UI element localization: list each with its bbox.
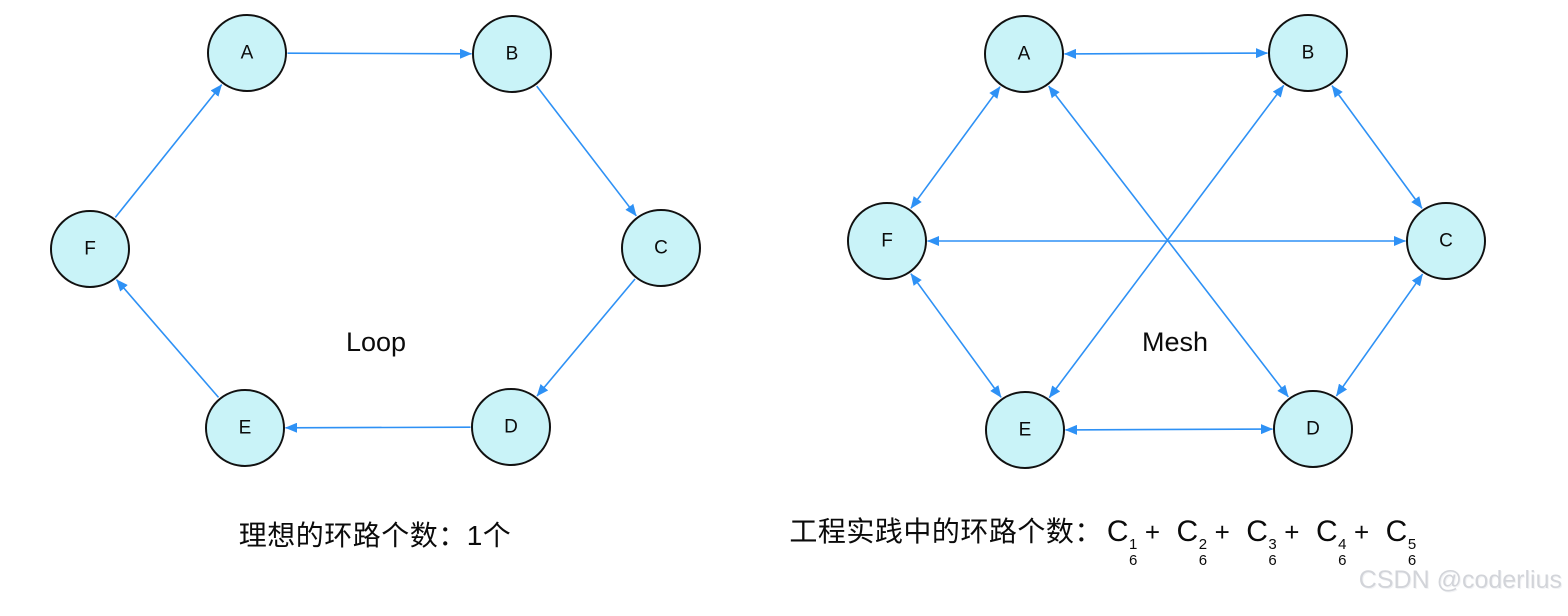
mesh-node-label-a: A	[1018, 44, 1031, 65]
loop-node-f: F	[50, 210, 130, 288]
formula-plus: +	[1144, 517, 1161, 547]
mesh-node-f: F	[847, 202, 927, 280]
mesh-node-label-c: C	[1439, 231, 1453, 252]
loop-node-label-f: F	[84, 239, 96, 260]
mesh-node-e: E	[985, 391, 1065, 469]
formula-plus: +	[1214, 517, 1231, 547]
mesh-edge-e-f	[910, 273, 1002, 398]
mesh-title: Mesh	[1142, 327, 1208, 357]
formula-plus: +	[1353, 517, 1370, 547]
loop-edge-a-b	[287, 48, 472, 59]
mesh-node-a: A	[984, 15, 1064, 93]
mesh-edge-a-b	[1064, 48, 1268, 59]
mesh-node-b: B	[1268, 14, 1348, 92]
mesh-edge-f-a	[910, 86, 1001, 209]
mesh-node-label-f: F	[881, 231, 893, 252]
loop-edge-b-c	[536, 85, 637, 217]
loop-node-a: A	[207, 14, 287, 92]
loop-node-label-d: D	[504, 417, 518, 438]
loop-caption: 理想的环路个数：1个	[239, 514, 512, 554]
mesh-node-label-b: B	[1302, 43, 1315, 64]
loop-node-label-b: B	[506, 44, 519, 65]
watermark: CSDN @coderlius	[1358, 566, 1562, 594]
loop-edge-d-e	[285, 422, 471, 433]
loop-title: Loop	[346, 327, 406, 357]
loop-edge-e-f	[115, 279, 220, 398]
loop-node-b: B	[472, 15, 552, 93]
loop-node-label-c: C	[654, 238, 668, 259]
loop-node-label-a: A	[241, 43, 254, 64]
mesh-node-d: D	[1273, 390, 1353, 468]
formula-plus: +	[1284, 517, 1300, 547]
loop-node-c: C	[621, 209, 701, 287]
mesh-edge-c-d	[1335, 273, 1424, 397]
loop-node-label-e: E	[239, 418, 252, 439]
mesh-node-label-e: E	[1019, 420, 1032, 441]
loop-edge-f-a	[114, 84, 223, 218]
mesh-node-c: C	[1406, 202, 1486, 280]
mesh-edge-d-e	[1065, 424, 1273, 435]
loop-caption-text: 理想的环路个数：1个	[238, 520, 512, 551]
loop-node-d: D	[471, 388, 551, 466]
mesh-caption-prefix: 工程实践中的环路个数：	[789, 516, 1103, 547]
loop-node-e: E	[205, 389, 285, 467]
mesh-edge-b-c	[1331, 85, 1423, 209]
mesh-node-label-d: D	[1306, 419, 1320, 440]
loop-edge-c-d	[536, 278, 636, 397]
